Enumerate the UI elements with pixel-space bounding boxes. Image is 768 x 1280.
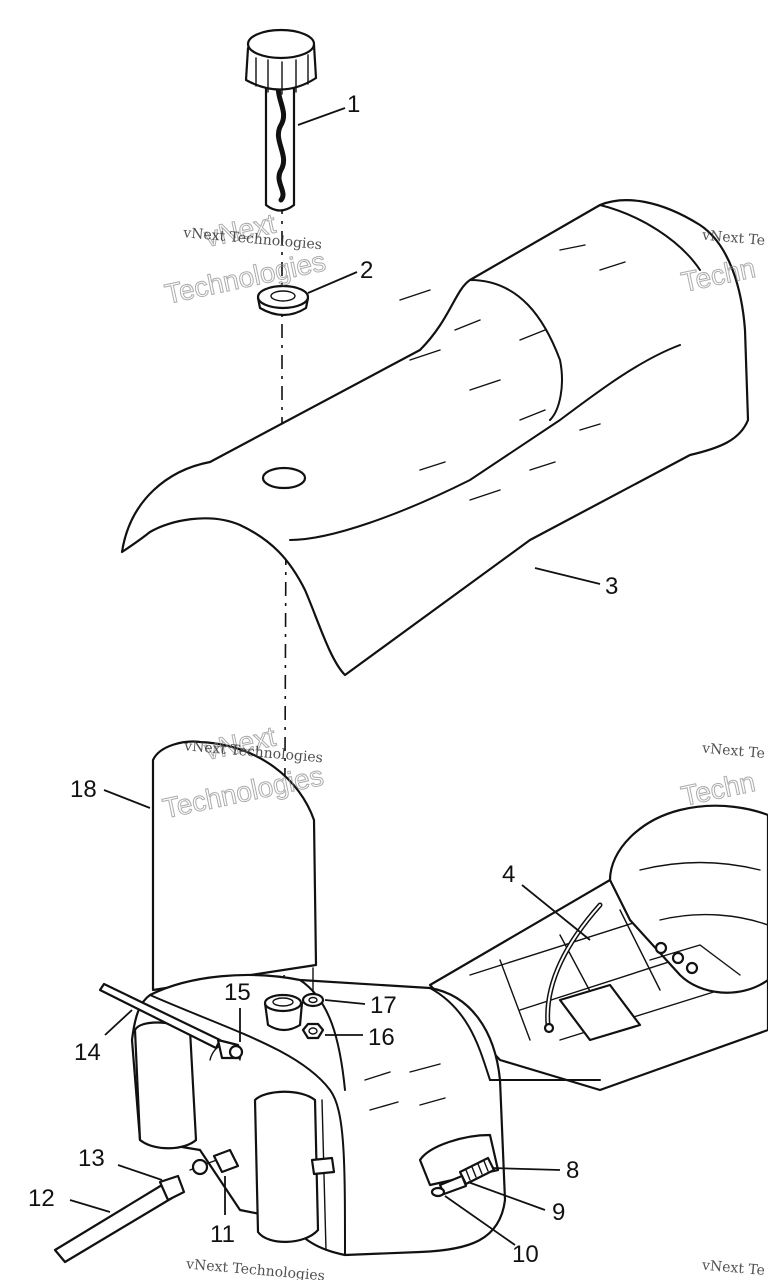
watermark-partial-line2: vNext Te — [701, 228, 766, 250]
chassis-tunnel — [428, 804, 768, 1092]
watermark-mid-partial-line2: vNext Te — [701, 741, 766, 763]
callout-8: 8 — [566, 1157, 579, 1184]
watermark-mid-right: vNext Te Techn — [678, 741, 766, 813]
callout-14: 14 — [74, 1039, 101, 1066]
callout-16: 16 — [368, 1024, 395, 1051]
callout-4: 4 — [502, 861, 515, 888]
callout-1: 1 — [347, 91, 360, 118]
callout-17: 17 — [370, 992, 397, 1019]
callout-13: 13 — [78, 1145, 105, 1172]
leader-lines — [69, 107, 601, 1246]
callout-2: 2 — [360, 257, 373, 284]
watermark-bottom: vNext Technologies vNext Te — [185, 1256, 766, 1280]
seat-part-3 — [120, 199, 750, 677]
heat-shield-part-18 — [151, 740, 318, 992]
callout-18: 18 — [70, 776, 97, 803]
fuel-line-part-12 — [53, 1183, 174, 1264]
callout-15: 15 — [224, 979, 251, 1006]
washer-part-17 — [301, 992, 325, 1008]
watermark-bottom-right: vNext Te — [700, 1258, 765, 1280]
fitting-part-15 — [216, 1038, 244, 1060]
nut-part-16 — [301, 967, 325, 1040]
grommet-part-2 — [256, 284, 310, 317]
callout-labels: 1 2 3 4 8 9 10 11 12 13 14 15 16 17 18 — [28, 91, 618, 1268]
callout-11: 11 — [210, 1221, 235, 1248]
fuel-cap-part-1 — [244, 28, 318, 212]
callout-10: 10 — [512, 1241, 539, 1268]
vent-line-part-4 — [543, 902, 603, 1034]
callout-12: 12 — [28, 1185, 55, 1212]
watermark-bottom-left: vNext Technologies — [185, 1256, 326, 1280]
callout-9: 9 — [552, 1199, 565, 1226]
clamp-part-13 — [158, 1174, 186, 1202]
tank-filler-neck — [263, 993, 304, 1032]
clamp-part-10 — [430, 1186, 446, 1198]
callout-3: 3 — [605, 573, 618, 600]
pickup-fitting-part-11 — [189, 1148, 240, 1176]
